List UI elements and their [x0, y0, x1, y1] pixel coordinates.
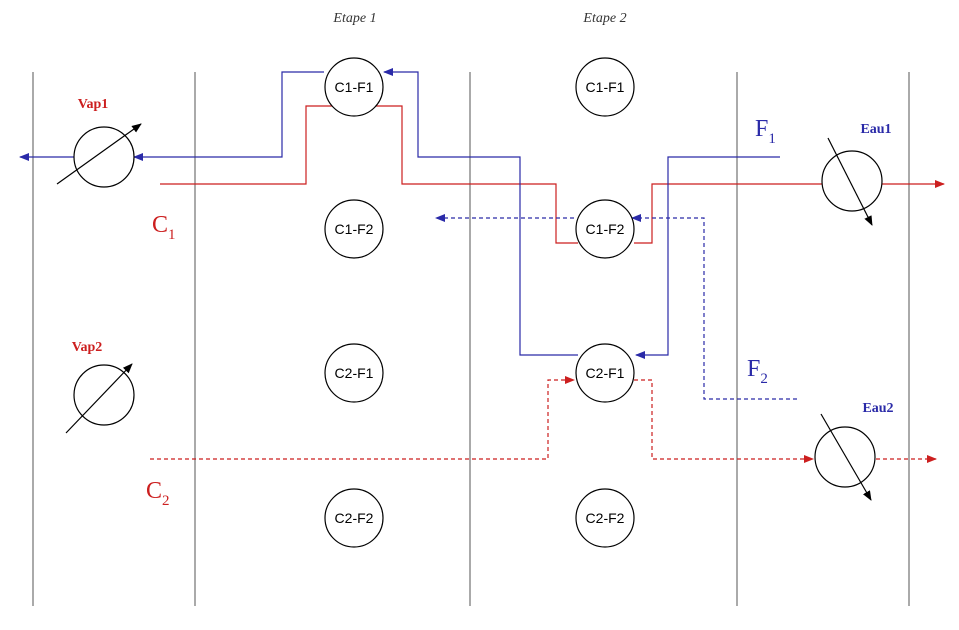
- eau1-label: Eau1: [860, 122, 891, 137]
- node-s2-c2f1-label: C2-F1: [586, 365, 625, 381]
- heater-vap2-arrow-icon: [65, 363, 133, 434]
- stream-c2-label: C2: [146, 478, 170, 509]
- stream-f1-label: F1: [755, 116, 776, 147]
- cold-stream-f2-line: [631, 214, 797, 400]
- node-s1-c1f1: [324, 57, 384, 117]
- node-s2-c1f1: [575, 57, 635, 117]
- stream-f1-subscript: 1: [768, 131, 776, 147]
- heater-vap1-arrow-icon: [56, 123, 142, 185]
- heater-vap2-icon: [73, 364, 135, 426]
- eau2-label: Eau2: [862, 401, 893, 416]
- stage-dividers: [32, 72, 910, 606]
- node-s1-c2f2: [324, 488, 384, 548]
- node-s1-c2f1: [324, 343, 384, 403]
- stream-c2-letter: C: [146, 478, 162, 504]
- node-s1-c1f2-label: C1-F2: [335, 221, 374, 237]
- node-s1-c1f1-label: C1-F1: [335, 79, 374, 95]
- cooler-eau1-arrow-icon: [827, 137, 873, 226]
- node-s1-c1f2: [324, 199, 384, 259]
- cold-stream-f1-heater-line: [133, 71, 324, 161]
- node-s2-c2f2: [575, 488, 635, 548]
- cooler-eau2-icon: [814, 426, 876, 488]
- hot-stream-c2-outlet-line: [634, 379, 814, 463]
- hot-stream-c2-line: [150, 376, 575, 460]
- stage-1-label: Etape 1: [332, 11, 376, 26]
- cooler-eau2: [814, 413, 876, 501]
- node-s1-c2f1-label: C2-F1: [335, 365, 374, 381]
- stream-f2-letter: F: [747, 356, 760, 382]
- cold-stream-f1-mid-line: [383, 68, 578, 356]
- node-s2-c1f2: [575, 199, 635, 259]
- node-s2-c2f1: [575, 343, 635, 403]
- heater-vap2: [65, 363, 135, 434]
- cooler-eau1: [821, 137, 883, 226]
- cold-stream-f1-line: [635, 156, 780, 359]
- heater-vap1: [56, 123, 142, 188]
- node-s1-c2f2-label: C2-F2: [335, 510, 374, 526]
- cooler-eau1-icon: [821, 150, 883, 212]
- hot-stream-c1-outlet-line: [634, 180, 945, 244]
- node-s2-c2f2-label: C2-F2: [586, 510, 625, 526]
- vap2-label: Vap2: [72, 340, 103, 355]
- node-s2-c1f2-label: C1-F2: [586, 221, 625, 237]
- stage-1-nodes: C1-F1 C1-F2 C2-F1 C2-F2: [324, 57, 384, 548]
- vap1-label: Vap1: [78, 97, 109, 112]
- stream-c1-letter: C: [152, 212, 168, 238]
- stage-2-nodes: C1-F1 C1-F2 C2-F1 C2-F2: [575, 57, 635, 548]
- stream-c2-subscript: 2: [162, 493, 170, 509]
- cooler-eau2-arrow-icon: [820, 413, 872, 501]
- hot-stream-c1-line: [160, 105, 578, 244]
- stream-c1-label: C1: [152, 212, 176, 243]
- heater-vap1-icon: [73, 126, 135, 188]
- stream-f2-label: F2: [747, 356, 768, 387]
- stage-2-label: Etape 2: [582, 11, 626, 26]
- stream-f1-letter: F: [755, 116, 768, 142]
- stream-c1-subscript: 1: [168, 227, 176, 243]
- stream-f2-subscript: 2: [760, 371, 768, 387]
- node-s2-c1f1-label: C1-F1: [586, 79, 625, 95]
